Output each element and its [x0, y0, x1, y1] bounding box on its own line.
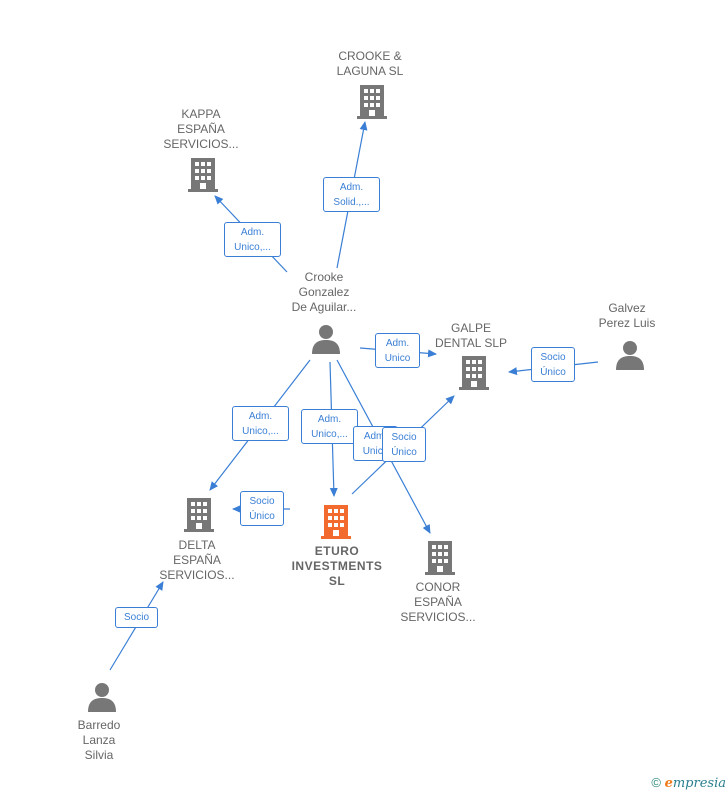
edge-label-socio-unico-galpe[interactable]: Socio Único — [382, 427, 426, 462]
brand-initial: e — [664, 776, 673, 791]
footer-brand[interactable]: © empresia — [651, 775, 726, 791]
building-icon[interactable] — [188, 158, 218, 192]
brand-name: mpresia — [672, 776, 726, 791]
node-label-barredo[interactable]: Barredo Lanza Silvia — [77, 718, 121, 762]
building-icon[interactable] — [459, 356, 489, 390]
building-icon[interactable] — [425, 541, 455, 575]
node-label-kappa[interactable]: KAPPA ESPAÑA SERVICIOS... — [163, 107, 239, 151]
edge-label-adm-solid[interactable]: Adm. Solid.,... — [323, 177, 380, 212]
node-label-eturo[interactable]: ETURO INVESTMENTS SL — [291, 544, 383, 588]
person-icon[interactable] — [87, 682, 117, 712]
edge-label-adm-unico-kappa[interactable]: Adm. Unico,... — [224, 222, 281, 257]
person-icon[interactable] — [615, 340, 645, 370]
node-label-delta[interactable]: DELTA ESPAÑA SERVICIOS... — [159, 538, 235, 582]
building-icon[interactable] — [321, 505, 351, 539]
copyright-icon: © — [651, 775, 661, 790]
building-icon[interactable] — [184, 498, 214, 532]
node-label-galvez[interactable]: Galvez Perez Luis — [598, 301, 656, 330]
edge-label-adm-unico-eturo[interactable]: Adm. Unico,... — [301, 409, 358, 444]
edge-label-adm-unico-galpe[interactable]: Adm. Unico — [375, 333, 420, 368]
edge-label-adm-unico-delta[interactable]: Adm. Unico,... — [232, 406, 289, 441]
building-icon[interactable] — [357, 85, 387, 119]
edge-label-socio-unico-galvez[interactable]: Socio Único — [531, 347, 575, 382]
node-label-conor[interactable]: CONOR ESPAÑA SERVICIOS... — [400, 580, 476, 624]
node-label-crooke-laguna[interactable]: CROOKE & LAGUNA SL — [336, 49, 404, 78]
edge-label-socio-barredo[interactable]: Socio — [115, 607, 158, 628]
brand-logo: empresia — [665, 776, 726, 791]
edge-label-socio-unico-delta[interactable]: Socio Único — [240, 491, 284, 526]
node-label-crooke-person[interactable]: Crooke Gonzalez De Aguilar... — [291, 270, 357, 314]
person-icon[interactable] — [311, 324, 341, 354]
node-label-galpe[interactable]: GALPE DENTAL SLP — [434, 321, 508, 350]
